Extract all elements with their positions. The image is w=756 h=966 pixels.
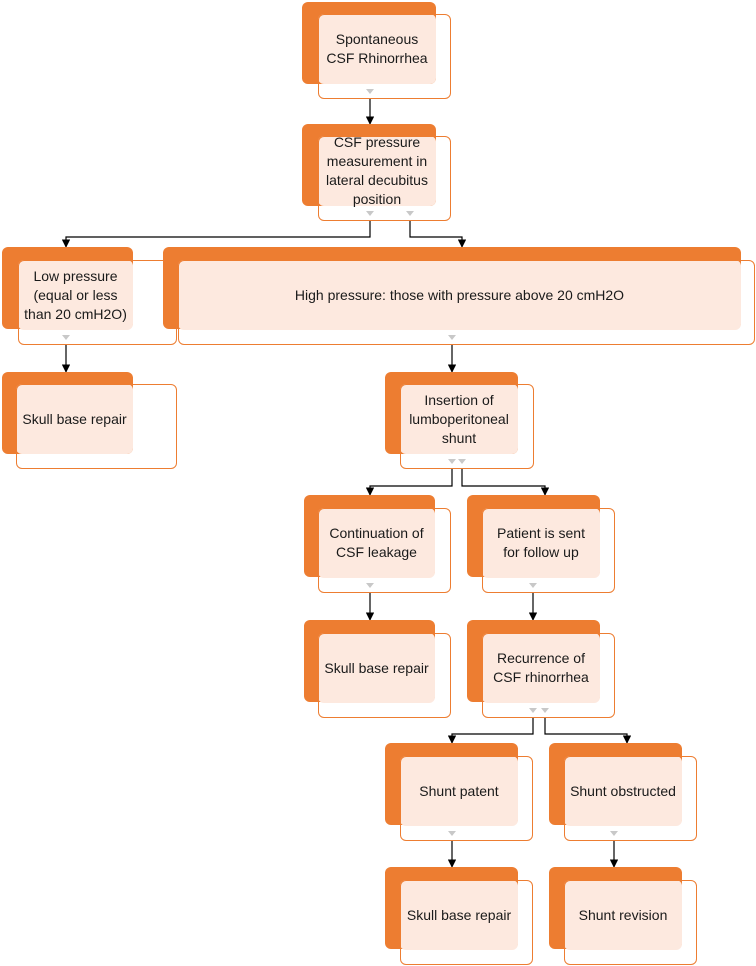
connector-anchor-icon (62, 335, 70, 340)
connector-anchor-icon (529, 708, 537, 713)
node-label: Skull base repair (406, 906, 512, 923)
edge-n10-n12 (544, 718, 632, 744)
connector-anchor-icon (406, 211, 414, 216)
node-label: Shunt revision (578, 906, 668, 923)
edge-n10-n11 (447, 718, 534, 744)
node-label: High pressure: those with pressure above… (294, 286, 625, 303)
connector-anchor-icon (529, 583, 537, 588)
node-text-panel: Skull base repair (400, 880, 518, 950)
node-label: Spontaneous CSF Rhinorrhea (326, 31, 428, 66)
connector-anchor-icon (366, 583, 374, 588)
node-label: Insertion of lumboperitoneal shunt (409, 391, 509, 446)
node-text-panel: Patient is sent for follow up (482, 508, 600, 578)
node-text-panel: Shunt revision (564, 880, 682, 950)
node-label: Patient is sent for follow up (497, 525, 585, 560)
node-text-panel: Skull base repair (318, 633, 435, 703)
node-text-panel: Skull base repair (16, 384, 133, 454)
node-label: Continuation of CSF leakage (329, 525, 424, 560)
node-text-panel: Spontaneous CSF Rhinorrhea (318, 14, 436, 84)
connector-anchor-icon (366, 89, 374, 94)
node-label: Skull base repair (22, 410, 127, 427)
connector-anchor-icon (458, 459, 466, 464)
connector-anchor-icon (610, 831, 618, 836)
node-label: Low pressure (equal or less than 20 cmH2… (24, 267, 127, 322)
node-text-panel: Low pressure (equal or less than 20 cmH2… (18, 260, 133, 330)
connector-anchor-icon (541, 708, 549, 713)
node-text-panel: Insertion of lumboperitoneal shunt (400, 384, 518, 454)
node-label: Recurrence of CSF rhinorrhea (493, 650, 589, 685)
edge-n2-n3 (61, 221, 371, 248)
node-text-panel: Recurrence of CSF rhinorrhea (482, 633, 600, 703)
connector-anchor-icon (448, 335, 456, 340)
connector-anchor-icon (366, 211, 374, 216)
node-label: Shunt patent (419, 782, 499, 799)
node-label: Skull base repair (324, 659, 429, 676)
edge-n2-n4 (409, 221, 467, 248)
connector-anchor-icon (448, 831, 456, 836)
connector-anchor-icon (448, 459, 456, 464)
node-label: Shunt obstructed (570, 782, 676, 799)
node-label: CSF pressure measurement in lateral decu… (326, 134, 428, 207)
node-text-panel: Shunt obstructed (564, 756, 682, 826)
edge-n6-n8 (461, 469, 550, 496)
edge-n6-n7 (365, 469, 453, 496)
node-text-panel: CSF pressure measurement in lateral decu… (318, 134, 436, 207)
node-text-panel: High pressure: those with pressure above… (178, 260, 741, 330)
node-text-panel: Shunt patent (400, 756, 518, 826)
node-text-panel: Continuation of CSF leakage (318, 508, 435, 578)
